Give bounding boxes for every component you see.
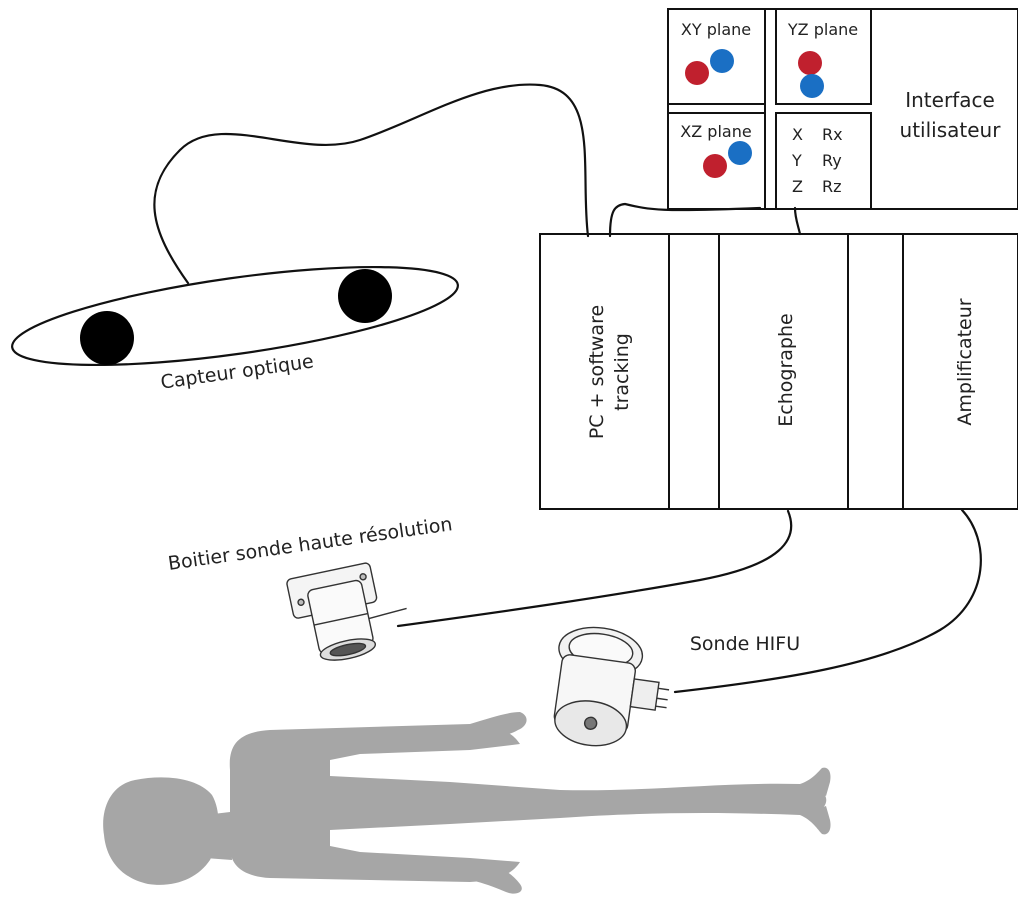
hifu-aperture — [583, 716, 598, 730]
coord-rx: Rx — [822, 125, 843, 144]
boitier-screw-2 — [359, 573, 367, 581]
marker-blue-xy — [710, 49, 734, 73]
rack-frame — [539, 233, 1018, 510]
marker-red-xz — [703, 154, 727, 178]
interface-title-line2: utilisateur — [900, 118, 1002, 142]
patient-head — [103, 777, 219, 885]
panel-yz-label: YZ plane — [787, 20, 858, 39]
patient-right-hand — [470, 712, 527, 744]
coord-x: X — [792, 125, 803, 144]
optical-camera-right — [338, 269, 392, 323]
cable-capteur-to-pc — [153, 83, 590, 285]
panel-xz — [667, 112, 766, 210]
marker-red-xy — [685, 61, 709, 85]
coord-ry: Ry — [822, 151, 842, 170]
rack-pc-label-2: tracking — [611, 333, 633, 411]
hifu-probe — [553, 626, 670, 747]
hifu-pin-2 — [656, 697, 668, 701]
panel-xz-label: XZ plane — [680, 122, 751, 141]
boitier-screw-1 — [297, 598, 305, 606]
patient-neck — [205, 812, 232, 860]
coord-rz: Rz — [822, 177, 842, 196]
patient-right-foot — [800, 767, 831, 796]
panel-xy-label: XY plane — [681, 20, 751, 39]
optical-sensor-body — [11, 265, 459, 367]
panel-coords — [775, 112, 872, 210]
marker-blue-yz — [800, 74, 824, 98]
panel-xy — [667, 8, 766, 105]
marker-red-yz — [798, 51, 822, 75]
cable-interface-to-echographe — [793, 206, 802, 236]
rack-echographe-label: Echographe — [775, 313, 797, 426]
coord-z: Z — [792, 177, 803, 196]
coord-y: Y — [791, 151, 802, 170]
boitier-ring — [313, 612, 368, 626]
boitier-connector — [368, 607, 407, 620]
rack-amplificateur-label: Amplificateur — [954, 298, 976, 425]
cable-echographe-to-boitier — [396, 509, 793, 628]
patient-silhouette — [103, 712, 831, 894]
hifu-label: Sonde HIFU — [690, 633, 800, 655]
patient-torso — [229, 724, 827, 882]
optical-camera-left — [80, 311, 134, 365]
equipment-rack: PC + software tracking Echographe Amplif… — [539, 233, 1018, 510]
cable-amplificateur-to-hifu — [673, 508, 982, 694]
patient-left-hand — [470, 860, 522, 894]
marker-blue-xz — [728, 141, 752, 165]
hifu-pin-1 — [658, 687, 670, 691]
hifu-pin-3 — [655, 705, 667, 709]
patient-left-foot — [800, 806, 831, 835]
hifu-connector-block — [629, 678, 660, 711]
optical-sensor: Capteur optique — [11, 265, 459, 394]
panel-yz — [775, 8, 872, 105]
capteur-label: Capteur optique — [159, 350, 315, 393]
boitier-lens-inner — [329, 642, 367, 657]
boitier-label: Boitier sonde haute résolution — [167, 513, 454, 575]
high-resolution-probe — [286, 562, 407, 661]
interface-title-line1: Interface — [905, 88, 995, 112]
rack-pc-label-1: PC + software — [586, 305, 608, 439]
user-interface: XY plane YZ plane XZ plane X Rx Y Ry Z R… — [667, 8, 1018, 210]
